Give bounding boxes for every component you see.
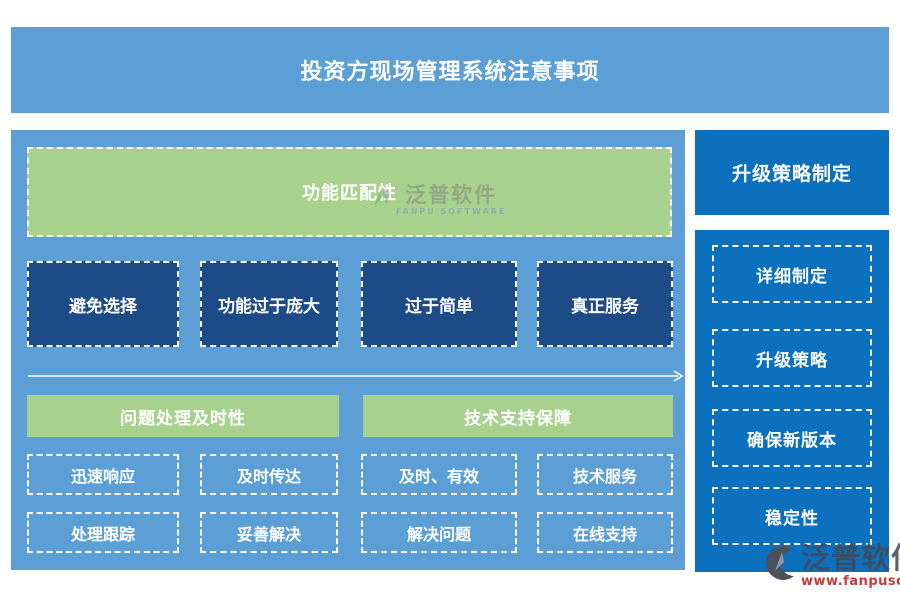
detail-box-quick-response: 迅速响应 — [27, 454, 179, 495]
detail-box-online-support: 在线支持 — [537, 512, 673, 553]
brand-swoosh-icon — [766, 546, 794, 580]
issue-box-too-simple: 过于简单 — [361, 261, 517, 347]
sidebar-header: 升级策略制定 — [695, 130, 889, 215]
sidebar-box-upgrade-strategy: 升级策略 — [712, 329, 872, 387]
watermark-brand: 泛普软件 — [405, 183, 498, 207]
section-header-issue-handling: 问题处理及时性 — [27, 395, 339, 437]
brand-name: 泛普软件 — [801, 541, 900, 575]
brand-url: www.fanpusoft.com — [801, 574, 900, 589]
detail-box-proper-resolve: 妥善解决 — [200, 512, 338, 553]
detail-box-timely-effective: 及时、有效 — [361, 454, 517, 495]
issue-box-real-service: 真正服务 — [537, 261, 673, 347]
watermark-text: 泛普软件 FANPU SOFTWARE — [396, 185, 506, 216]
page-title: 投资方现场管理系统注意事项 — [11, 27, 889, 113]
detail-box-solve-problem: 解决问题 — [361, 512, 517, 553]
sidebar-panel: 详细制定 升级策略 确保新版本 稳定性 — [695, 230, 889, 572]
function-match-label: 功能匹配性 — [302, 183, 397, 204]
detail-box-timely-relay: 及时传达 — [200, 454, 338, 495]
main-panel: 功能匹配性 泛普软件 FANPU SOFTWARE 避免选择 功能过于庞大 过于… — [11, 130, 685, 570]
timeline-arrow — [28, 368, 685, 382]
detail-box-tech-service: 技术服务 — [537, 454, 673, 495]
function-match-box: 功能匹配性 泛普软件 FANPU SOFTWARE — [27, 147, 672, 237]
issue-box-avoid-choice: 避免选择 — [27, 261, 179, 347]
watermark-brand-en: FANPU SOFTWARE — [396, 207, 507, 216]
sidebar-box-detailed-plan: 详细制定 — [712, 245, 872, 303]
detail-box-track-handling: 处理跟踪 — [27, 512, 179, 553]
sidebar-box-ensure-new-version: 确保新版本 — [712, 409, 872, 467]
section-header-tech-support: 技术支持保障 — [363, 395, 673, 437]
sidebar-box-stability: 稳定性 — [712, 487, 872, 545]
issue-box-too-large: 功能过于庞大 — [200, 261, 338, 347]
brand-logo: 泛普软件 www.fanpusoft.com — [761, 544, 900, 588]
brand-logo-text: 泛普软件 www.fanpusoft.com — [801, 541, 900, 589]
